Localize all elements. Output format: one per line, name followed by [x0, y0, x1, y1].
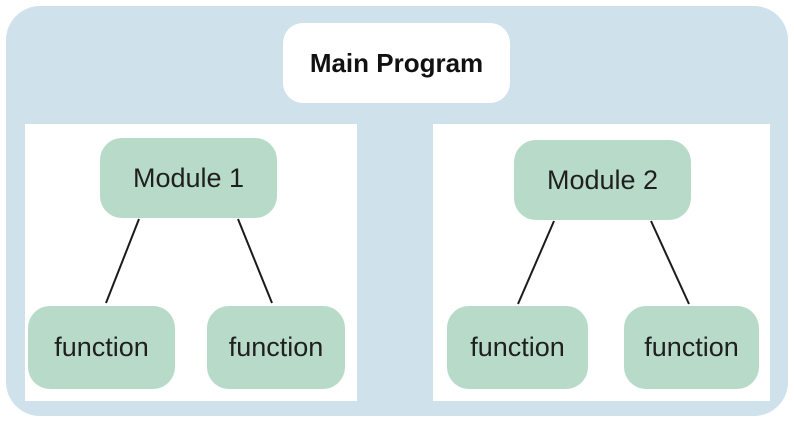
- module-2-node: Module 2: [514, 140, 691, 220]
- module-2-function-1-node: function: [447, 306, 588, 389]
- module-1-label: Module 1: [132, 162, 245, 193]
- module-1-function-2-node: function: [207, 306, 345, 389]
- module-2-label: Module 2: [546, 164, 659, 195]
- module-1-node: Module 1: [100, 138, 277, 218]
- module-1-function-1-label: function: [54, 332, 149, 362]
- main-program-node: Main Program: [283, 23, 510, 103]
- module-2-function-2-label: function: [644, 332, 739, 362]
- main-program-label: Main Program: [309, 48, 484, 78]
- module-2-function-1-label: function: [470, 332, 565, 362]
- module-2-function-2-node: function: [624, 306, 759, 389]
- module-1-function-1-node: function: [28, 306, 175, 389]
- module-1-function-2-label: function: [228, 332, 324, 362]
